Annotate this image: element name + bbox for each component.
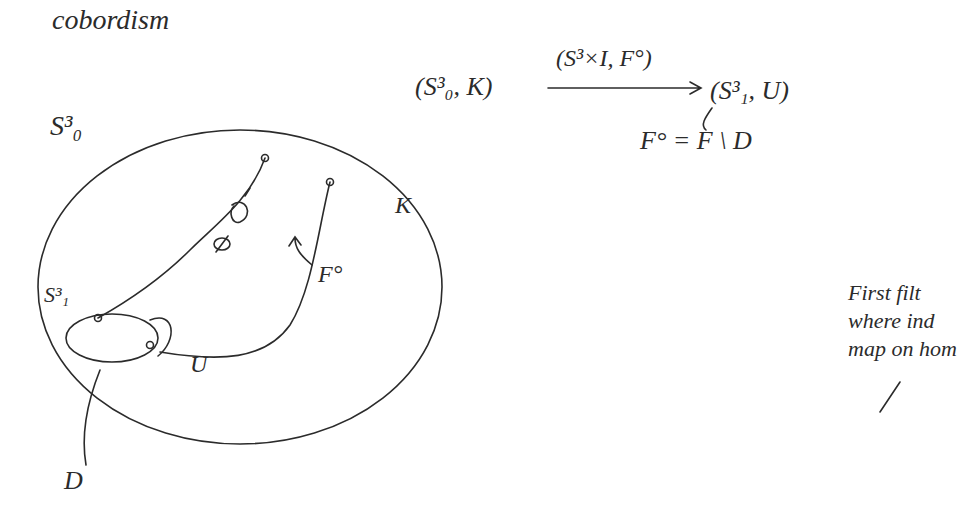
note-text: D	[64, 468, 83, 494]
note-text: cobordism	[52, 6, 169, 34]
puncture	[147, 342, 154, 349]
note-text: F°	[318, 262, 342, 286]
note-text: (S³₁, U)	[710, 78, 789, 104]
knot-strand	[150, 318, 171, 356]
note-text: where ind	[848, 310, 935, 332]
surface-edge	[98, 158, 265, 318]
puncture	[95, 315, 102, 322]
leader-arrow	[289, 237, 312, 265]
big-sphere	[38, 130, 442, 444]
leader-line	[703, 108, 712, 130]
note-text: F° = F \ D	[640, 128, 752, 154]
note-text: K	[395, 193, 411, 217]
genus-hole	[216, 236, 228, 252]
note-text: S³₁	[44, 284, 69, 306]
note-text: S³₀	[50, 112, 82, 140]
note-text: map on hom	[848, 338, 957, 360]
pointer-line	[880, 382, 900, 412]
small-sphere	[66, 314, 158, 362]
note-text: U	[190, 352, 207, 376]
note-text: (S³₀, K)	[415, 74, 493, 100]
note-text: (S³×I, F°)	[556, 46, 652, 70]
surface-edge	[160, 182, 330, 357]
puncture	[327, 179, 334, 186]
leader-line	[84, 370, 100, 465]
puncture	[262, 155, 269, 162]
cobordism-arrow	[548, 82, 701, 94]
note-text: First filt	[848, 282, 921, 304]
genus-hole	[231, 188, 250, 222]
